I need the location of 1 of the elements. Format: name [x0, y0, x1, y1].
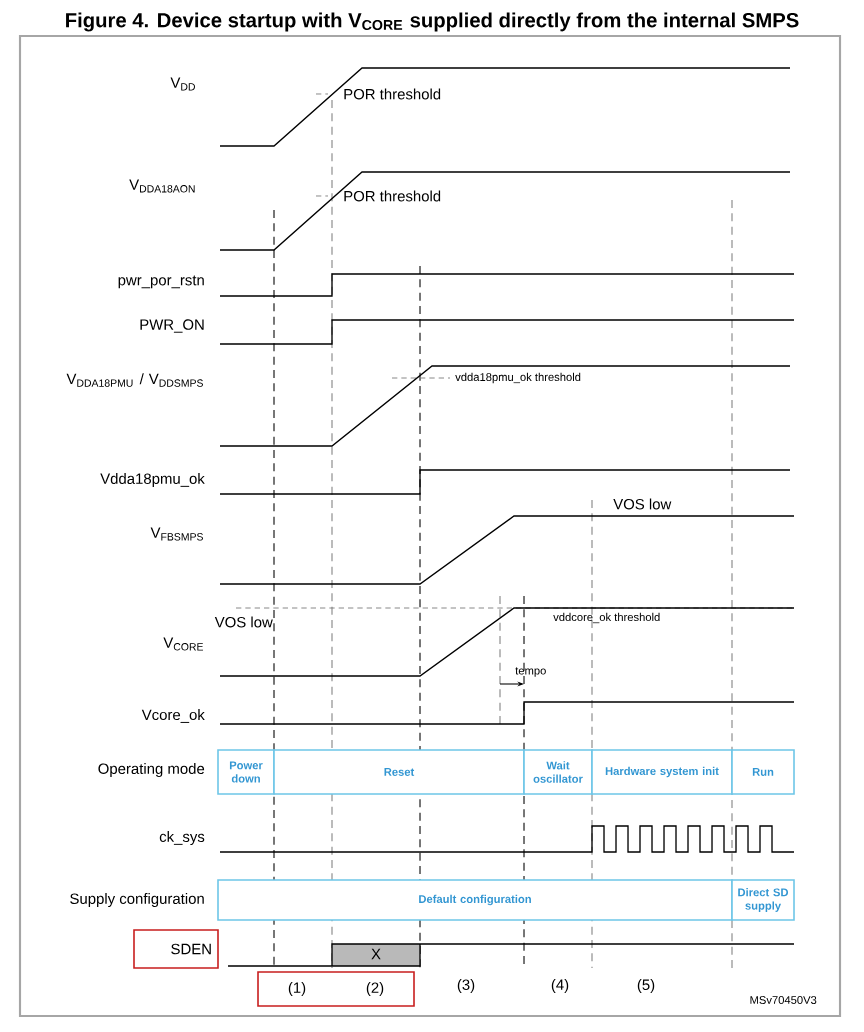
figure-title: Figure 4. Device startup with V$_{CORE}$ supplied directly from the internal SMPS	[66, 12, 799, 32]
